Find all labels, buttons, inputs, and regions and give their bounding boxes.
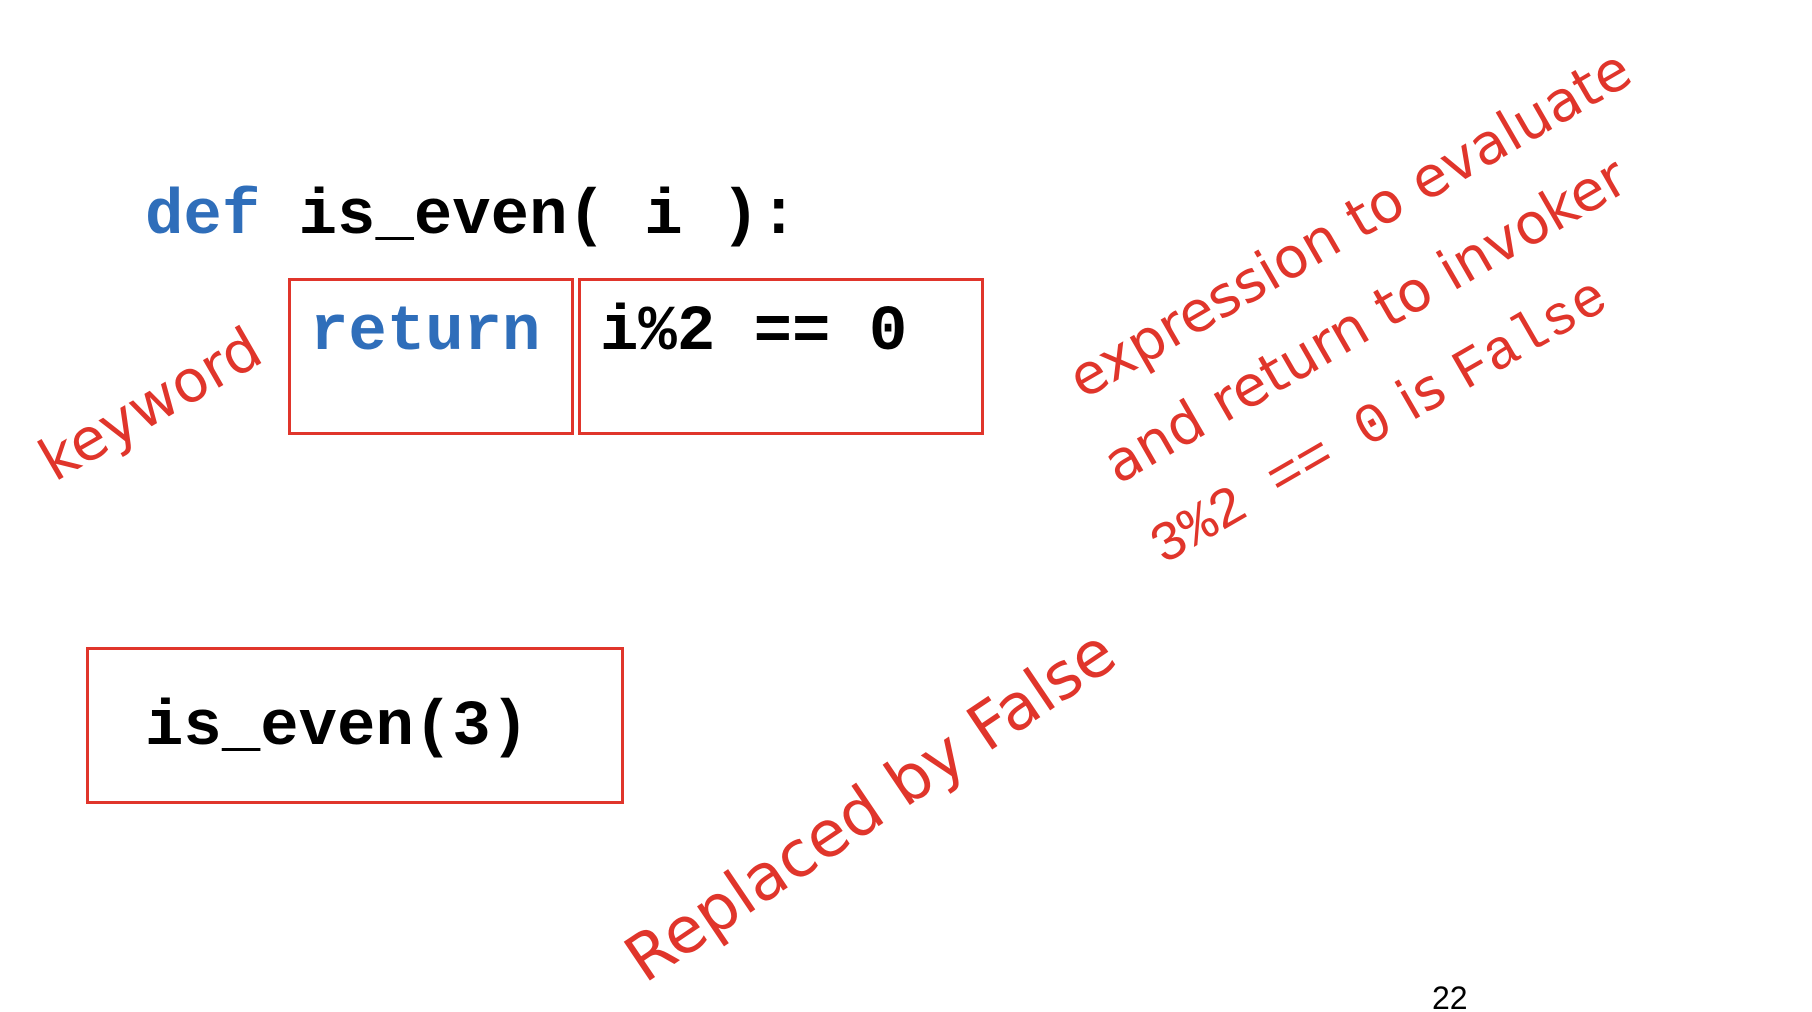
evaluation-is: is (1385, 354, 1457, 434)
keyword-annotation: keyword (27, 313, 273, 495)
function-definition-line: def is_even( i ): (145, 185, 798, 249)
def-keyword: def (145, 181, 261, 253)
return-expression-box (578, 278, 984, 435)
replaced-annotation: Replaced by False (612, 615, 1130, 998)
page-number: 22 (1432, 980, 1468, 1012)
function-call: is_even(3) (145, 692, 530, 764)
function-signature: is_even( i ): (260, 181, 798, 253)
return-keyword: return (310, 297, 541, 369)
return-expression: i%2 == 0 (600, 297, 908, 369)
function-call-box (86, 647, 624, 804)
return-keyword-box (288, 278, 574, 435)
